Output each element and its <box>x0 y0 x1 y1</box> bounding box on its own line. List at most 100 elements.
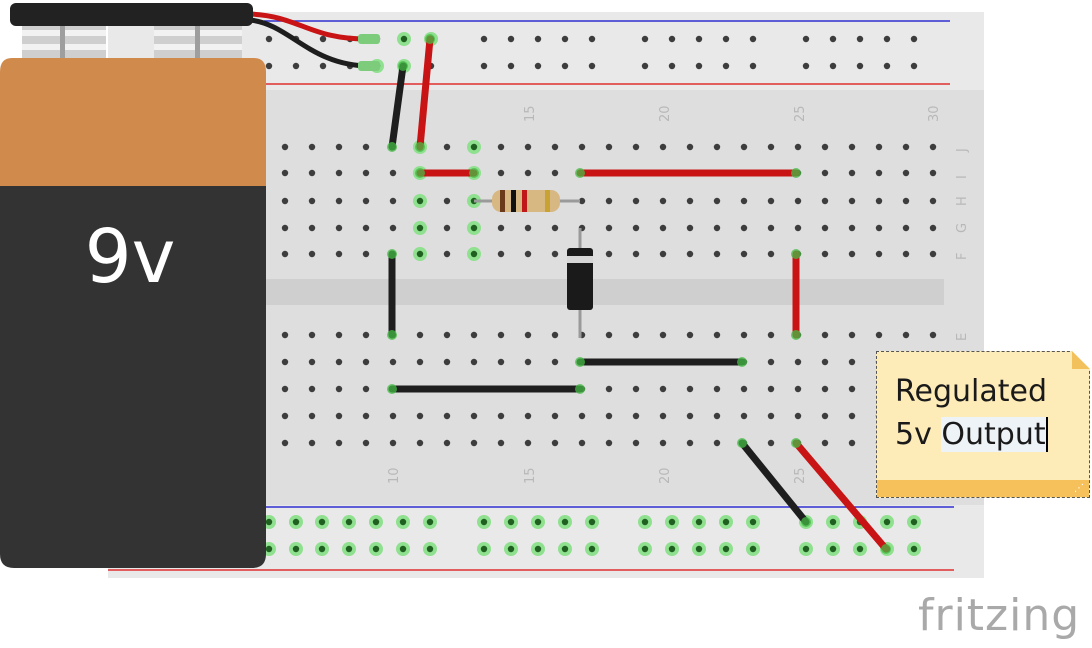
breadboard-hole[interactable] <box>507 545 515 553</box>
breadboard-hole[interactable] <box>561 62 569 70</box>
breadboard-hole[interactable] <box>335 250 343 258</box>
breadboard-hole[interactable] <box>794 358 802 366</box>
breadboard-hole[interactable] <box>605 197 613 205</box>
note-text[interactable]: Regulated 5v Output <box>895 370 1048 456</box>
battery-9v[interactable]: 9v <box>0 3 266 568</box>
breadboard-hole[interactable] <box>767 197 775 205</box>
breadboard-hole[interactable] <box>695 518 703 526</box>
breadboard-hole[interactable] <box>281 412 289 420</box>
breadboard-hole[interactable] <box>929 331 937 339</box>
breadboard-hole[interactable] <box>389 224 397 232</box>
breadboard-hole[interactable] <box>534 545 542 553</box>
breadboard-hole[interactable] <box>335 385 343 393</box>
breadboard-hole[interactable] <box>740 197 748 205</box>
breadboard-hole[interactable] <box>480 62 488 70</box>
breadboard-hole[interactable] <box>362 250 370 258</box>
breadboard-hole[interactable] <box>659 385 667 393</box>
breadboard-hole[interactable] <box>848 143 856 151</box>
breadboard-hole[interactable] <box>578 439 586 447</box>
breadboard-hole[interactable] <box>292 62 300 70</box>
breadboard-hole[interactable] <box>821 385 829 393</box>
breadboard-hole[interactable] <box>588 545 596 553</box>
breadboard-hole[interactable] <box>632 197 640 205</box>
breadboard-hole[interactable] <box>588 518 596 526</box>
breadboard-hole[interactable] <box>389 412 397 420</box>
breadboard-hole[interactable] <box>848 385 856 393</box>
breadboard-hole[interactable] <box>561 518 569 526</box>
breadboard-hole[interactable] <box>686 331 694 339</box>
breadboard-hole[interactable] <box>883 518 891 526</box>
breadboard-hole[interactable] <box>389 439 397 447</box>
breadboard-hole[interactable] <box>308 331 316 339</box>
breadboard-hole[interactable] <box>713 385 721 393</box>
battery-lead-black[interactable] <box>249 17 371 69</box>
breadboard-hole[interactable] <box>372 518 380 526</box>
breadboard-hole[interactable] <box>686 143 694 151</box>
breadboard-hole[interactable] <box>829 545 837 553</box>
breadboard-hole[interactable] <box>749 62 757 70</box>
breadboard-hole[interactable] <box>695 545 703 553</box>
breadboard-hole[interactable] <box>497 224 505 232</box>
breadboard-hole[interactable] <box>883 35 891 43</box>
breadboard-hole[interactable] <box>605 143 613 151</box>
breadboard-hole[interactable] <box>713 412 721 420</box>
breadboard-hole[interactable] <box>605 385 613 393</box>
breadboard-hole[interactable] <box>578 143 586 151</box>
breadboard-hole[interactable] <box>632 439 640 447</box>
breadboard-hole[interactable] <box>308 439 316 447</box>
breadboard-hole[interactable] <box>659 331 667 339</box>
breadboard-hole[interactable] <box>902 331 910 339</box>
breadboard-hole[interactable] <box>794 385 802 393</box>
breadboard-hole[interactable] <box>659 439 667 447</box>
breadboard-hole[interactable] <box>713 143 721 151</box>
breadboard-hole[interactable] <box>686 250 694 258</box>
breadboard-hole[interactable] <box>551 412 559 420</box>
breadboard-hole[interactable] <box>856 545 864 553</box>
breadboard-hole[interactable] <box>713 331 721 339</box>
breadboard-hole[interactable] <box>281 224 289 232</box>
breadboard-hole[interactable] <box>605 439 613 447</box>
breadboard-hole[interactable] <box>265 518 273 526</box>
breadboard-hole[interactable] <box>902 197 910 205</box>
breadboard-hole[interactable] <box>910 545 918 553</box>
breadboard-hole[interactable] <box>802 35 810 43</box>
breadboard-hole[interactable] <box>551 358 559 366</box>
breadboard-hole[interactable] <box>524 412 532 420</box>
battery-lead-red[interactable] <box>249 11 371 42</box>
breadboard-hole[interactable] <box>524 224 532 232</box>
breadboard-hole[interactable] <box>767 331 775 339</box>
breadboard-hole[interactable] <box>722 545 730 553</box>
breadboard-hole[interactable] <box>821 331 829 339</box>
breadboard-hole[interactable] <box>802 62 810 70</box>
breadboard-hole[interactable] <box>713 439 721 447</box>
breadboard-hole[interactable] <box>335 143 343 151</box>
breadboard-hole[interactable] <box>829 35 837 43</box>
breadboard-hole[interactable] <box>443 412 451 420</box>
breadboard-hole[interactable] <box>856 62 864 70</box>
breadboard-hole[interactable] <box>794 412 802 420</box>
breadboard-hole[interactable] <box>668 545 676 553</box>
breadboard-hole[interactable] <box>848 197 856 205</box>
breadboard-hole[interactable] <box>740 385 748 393</box>
breadboard-hole[interactable] <box>281 197 289 205</box>
breadboard-hole[interactable] <box>497 439 505 447</box>
breadboard-hole[interactable] <box>362 412 370 420</box>
breadboard-hole[interactable] <box>534 62 542 70</box>
breadboard-hole[interactable] <box>524 143 532 151</box>
breadboard-hole[interactable] <box>443 331 451 339</box>
breadboard-hole[interactable] <box>470 224 478 232</box>
breadboard-hole[interactable] <box>588 35 596 43</box>
breadboard-hole[interactable] <box>668 35 676 43</box>
breadboard-hole[interactable] <box>561 545 569 553</box>
breadboard-hole[interactable] <box>821 197 829 205</box>
breadboard-hole[interactable] <box>749 35 757 43</box>
breadboard-hole[interactable] <box>281 169 289 177</box>
breadboard-hole[interactable] <box>497 412 505 420</box>
breadboard-hole[interactable] <box>443 250 451 258</box>
breadboard-hole[interactable] <box>362 439 370 447</box>
breadboard-hole[interactable] <box>416 439 424 447</box>
breadboard-hole[interactable] <box>308 224 316 232</box>
breadboard-hole[interactable] <box>362 385 370 393</box>
breadboard-hole[interactable] <box>443 439 451 447</box>
breadboard-hole[interactable] <box>524 439 532 447</box>
